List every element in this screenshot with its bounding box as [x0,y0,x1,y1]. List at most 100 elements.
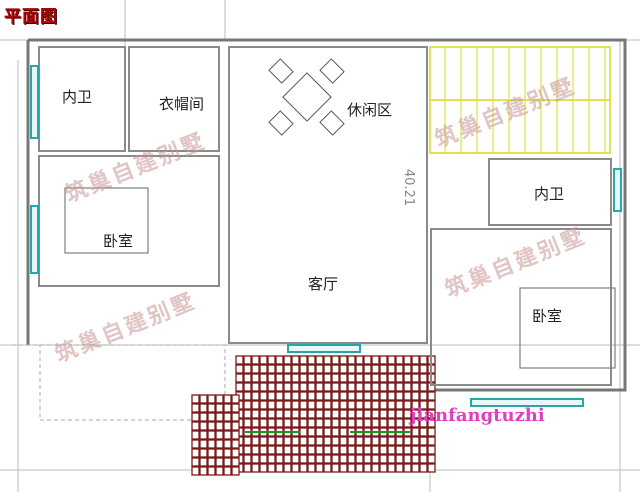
roof-tile [223,439,232,449]
room-label-leisure: 休闲区 [347,101,393,119]
roof-tile [223,448,232,458]
roof-tile [307,391,316,401]
plan-title: 平面图 [4,7,58,27]
roof-tile [231,439,240,449]
roof-tile [427,400,436,410]
roof-tile [371,409,380,419]
roof-tile [371,454,380,464]
roof-tile [267,409,276,419]
roof-tile [355,364,364,374]
roof-tile [267,400,276,410]
roof-tile [419,427,428,437]
roof-tile [267,364,276,374]
roof-tile [243,382,252,392]
room-bath-right [488,158,612,226]
roof-tile [299,436,308,446]
roof-tile [283,355,292,365]
roof-tile [355,373,364,383]
roof-tile [315,463,324,473]
roof-tile [355,409,364,419]
roof-tile [243,436,252,446]
roof-tile [379,364,388,374]
roof-tile [403,391,412,401]
roof-tile [323,436,332,446]
roof-tile [307,400,316,410]
roof-tile [191,430,200,440]
roof-tile [395,355,404,365]
roof-tile [231,403,240,413]
roof-tile [283,400,292,410]
roof-tile [371,400,380,410]
roof-tile [427,454,436,464]
roof-tile [419,445,428,455]
roof-tile [331,445,340,455]
roof-tile [199,430,208,440]
roof-tile [235,364,244,374]
roof-tile [355,400,364,410]
room-closet [128,46,220,152]
roof-tile [419,382,428,392]
roof-tile [299,355,308,365]
roof-tile [191,421,200,431]
roof-tile [379,436,388,446]
roof-tile [267,463,276,473]
roof-tile [331,427,340,437]
roof-tile [315,409,324,419]
roof-tiles [191,355,436,476]
roof-tile [355,382,364,392]
room-label-bath-right: 内卫 [534,185,565,203]
roof-tile [275,391,284,401]
roof-tile [275,454,284,464]
roof-tile [215,466,224,476]
roof-tile [363,364,372,374]
roof-tile [283,391,292,401]
roof-tile [347,391,356,401]
roof-tile [395,409,404,419]
roof-tile [419,355,428,365]
roof-tile [251,463,260,473]
roof-tile [215,403,224,413]
roof-tile [387,463,396,473]
roof-tile [379,409,388,419]
roof-tile [339,445,348,455]
roof-tile [299,382,308,392]
roof-tile [347,355,356,365]
roof-tile [259,391,268,401]
roof-tile [331,463,340,473]
roof-tile [307,445,316,455]
roof-tile [207,403,216,413]
window [613,168,622,212]
roof-tile [191,412,200,422]
roof-tile [331,355,340,365]
roof-tile [363,445,372,455]
roof-tile [339,382,348,392]
room-living [228,46,428,344]
roof-tile [275,436,284,446]
roof-tile [191,439,200,449]
roof-tile [267,355,276,365]
roof-tile [347,445,356,455]
roof-tile [411,445,420,455]
window [30,65,39,139]
roof-tile [355,436,364,446]
roof-tile [411,364,420,374]
stairs [429,46,611,154]
roof-tile [339,454,348,464]
roof-tile [323,400,332,410]
roof-tile [259,400,268,410]
roof-tile [231,457,240,467]
window [30,205,39,274]
roof-tile [235,382,244,392]
roof-tile [251,454,260,464]
roof-tile [231,448,240,458]
roof-tile [243,418,252,428]
roof-tile [427,418,436,428]
roof-tile [307,373,316,383]
roof-tile [199,403,208,413]
roof-tile [355,355,364,365]
roof-tile [331,382,340,392]
roof-tile [291,418,300,428]
roof-tile [259,355,268,365]
roof-tile [243,400,252,410]
roof-tile [275,373,284,383]
